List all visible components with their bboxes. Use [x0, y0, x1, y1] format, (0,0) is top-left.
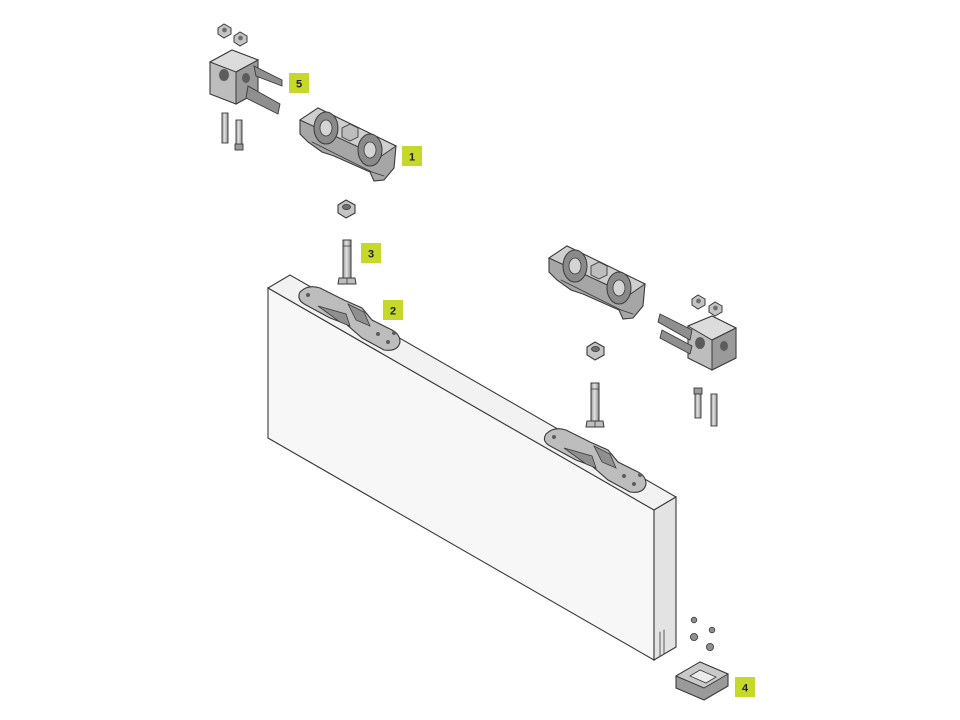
callout-label-3: 3	[361, 243, 381, 263]
bracket-plate-right	[543, 428, 647, 493]
callout-label-5: 5	[289, 73, 309, 93]
hex-nut-right	[586, 341, 605, 361]
hanger-bolt-left	[337, 239, 357, 285]
door-side-edge	[653, 496, 677, 661]
end-stop-left	[208, 49, 283, 115]
callout-label-3-text: 3	[368, 249, 374, 261]
end-stop-screws-left	[221, 112, 244, 151]
hanger-bolt-right	[585, 382, 605, 428]
bracket-plate-left	[298, 286, 401, 351]
callout-label-2-text: 2	[390, 306, 396, 318]
callout-label-4-text: 4	[742, 683, 749, 695]
roller-carriage-right	[547, 245, 646, 320]
end-stop-right	[657, 313, 738, 371]
end-stop-nuts-left	[217, 23, 248, 47]
floor-guide-screws	[690, 616, 716, 652]
callout-label-1-text: 1	[409, 152, 415, 164]
end-stop-nuts-right	[691, 294, 723, 317]
roller-carriage-left	[298, 107, 397, 182]
callout-label-4: 4	[735, 677, 755, 697]
end-stop-screws-right	[693, 387, 718, 427]
callout-label-2: 2	[383, 300, 403, 320]
floor-guide	[674, 661, 730, 701]
callout-label-5-text: 5	[296, 79, 302, 91]
hex-nut-left	[337, 199, 356, 219]
callout-label-1: 1	[402, 146, 422, 166]
